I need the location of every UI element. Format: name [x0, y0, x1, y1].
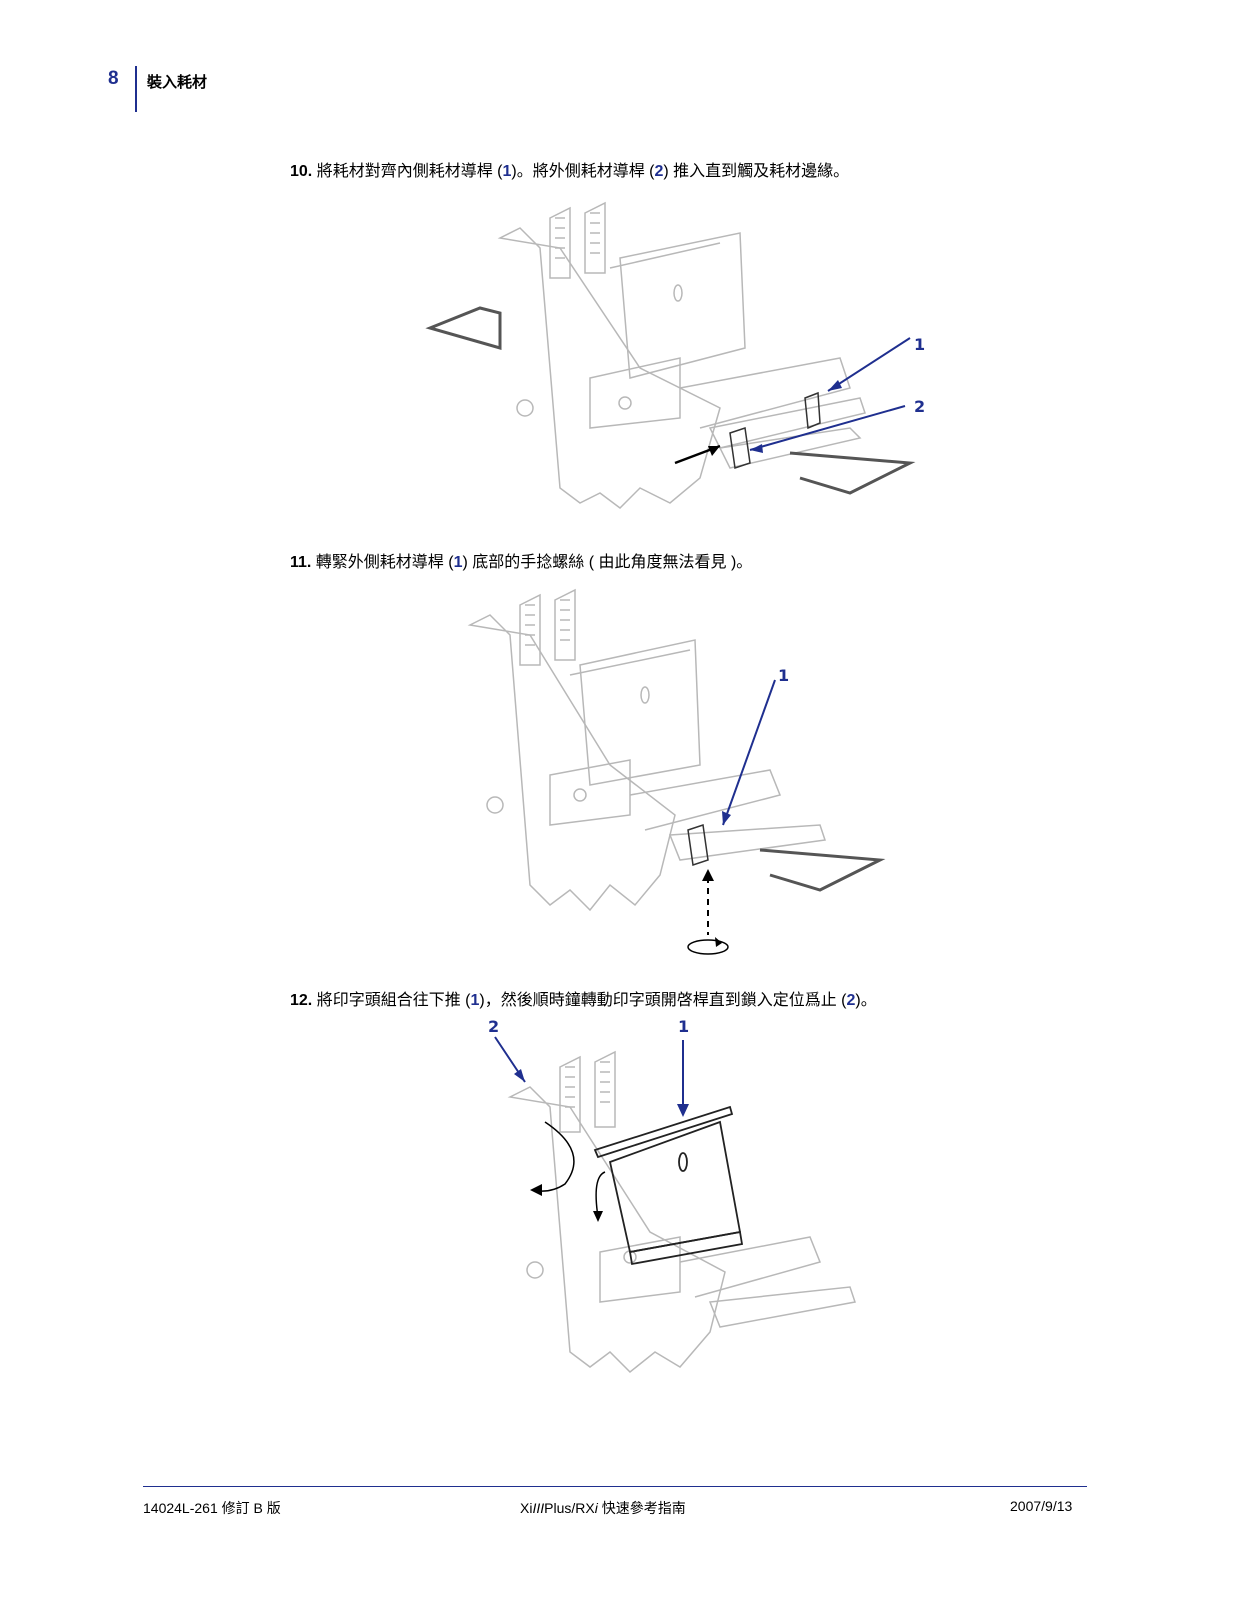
callout-arrow-head	[750, 444, 763, 453]
media-guide-drawing	[687, 824, 709, 866]
header-divider	[135, 66, 137, 112]
step-11-text: 11. 轉緊外側耗材導桿 (1) 底部的手捻螺絲 ( 由此角度無法看見 )。	[290, 554, 753, 571]
callout-arrow-head	[722, 811, 731, 825]
rotation-arrow	[687, 939, 729, 955]
callout-ref: 1	[453, 554, 463, 571]
callout-ref: 2	[846, 992, 856, 1009]
down-arrow	[595, 1171, 606, 1218]
callout-label-1: 1	[778, 666, 789, 685]
push-arrow-head	[708, 446, 720, 456]
printer-mechanism-drawing	[497, 201, 866, 509]
callout-label-1: 1	[678, 1017, 689, 1036]
callout-arrow-head	[514, 1069, 525, 1082]
step-12-text: 12. 將印字頭組合往下推 (1)，然後順時鐘轉動印字頭開啓桿直到鎖入定位爲止 …	[290, 992, 877, 1009]
down-arrow-head	[593, 1211, 603, 1222]
footer-doc-number: 14024L-261 修訂 B 版	[143, 1500, 281, 1516]
figure-printhead-lock: 2 1	[488, 1017, 856, 1374]
footer-date: 2007/9/13	[1010, 1498, 1073, 1514]
callout-leader-2	[749, 405, 906, 451]
section-title: 裝入耗材	[147, 74, 208, 91]
printhead-assembly-drawing	[593, 1105, 744, 1266]
media-guides-drawing	[729, 391, 821, 469]
callout-label-1: 1	[914, 335, 925, 354]
footer-guide-title: XiIIIPlus/RXi 快速參考指南	[520, 1500, 686, 1516]
rotation-arrow	[531, 1121, 575, 1192]
callout-leader-1	[722, 679, 776, 826]
footer-divider	[143, 1486, 1087, 1487]
callout-ref: 2	[654, 163, 664, 180]
media-strip-drawing	[759, 848, 886, 892]
callout-label-2: 2	[488, 1017, 499, 1036]
page-number: 8	[108, 68, 119, 89]
step-10-text: 10. 將耗材對齊內側耗材導桿 (1)。將外側耗材導桿 (2) 推入直到觸及耗材…	[290, 163, 850, 180]
thumbscrew-arrow-head	[702, 869, 714, 881]
callout-arrow-head	[828, 380, 842, 391]
printer-mechanism-drawing	[507, 1050, 856, 1374]
step-number: 11.	[290, 554, 312, 571]
rotation-arrow-head	[530, 1184, 542, 1196]
media-strip-drawing	[425, 306, 916, 495]
figure-thumbscrew-tighten: 1	[467, 588, 886, 955]
figure-media-guide-alignment: 1 2	[425, 201, 925, 509]
callout-arrow-head	[677, 1104, 689, 1117]
callout-label-2: 2	[914, 397, 925, 416]
rotation-arrow-head	[715, 937, 722, 947]
step-number: 10.	[290, 163, 313, 180]
callout-leader-1	[827, 337, 911, 392]
callout-ref: 1	[502, 163, 512, 180]
step-number: 12.	[290, 992, 313, 1009]
printer-mechanism-drawing	[467, 588, 826, 912]
callout-ref: 1	[470, 992, 480, 1009]
